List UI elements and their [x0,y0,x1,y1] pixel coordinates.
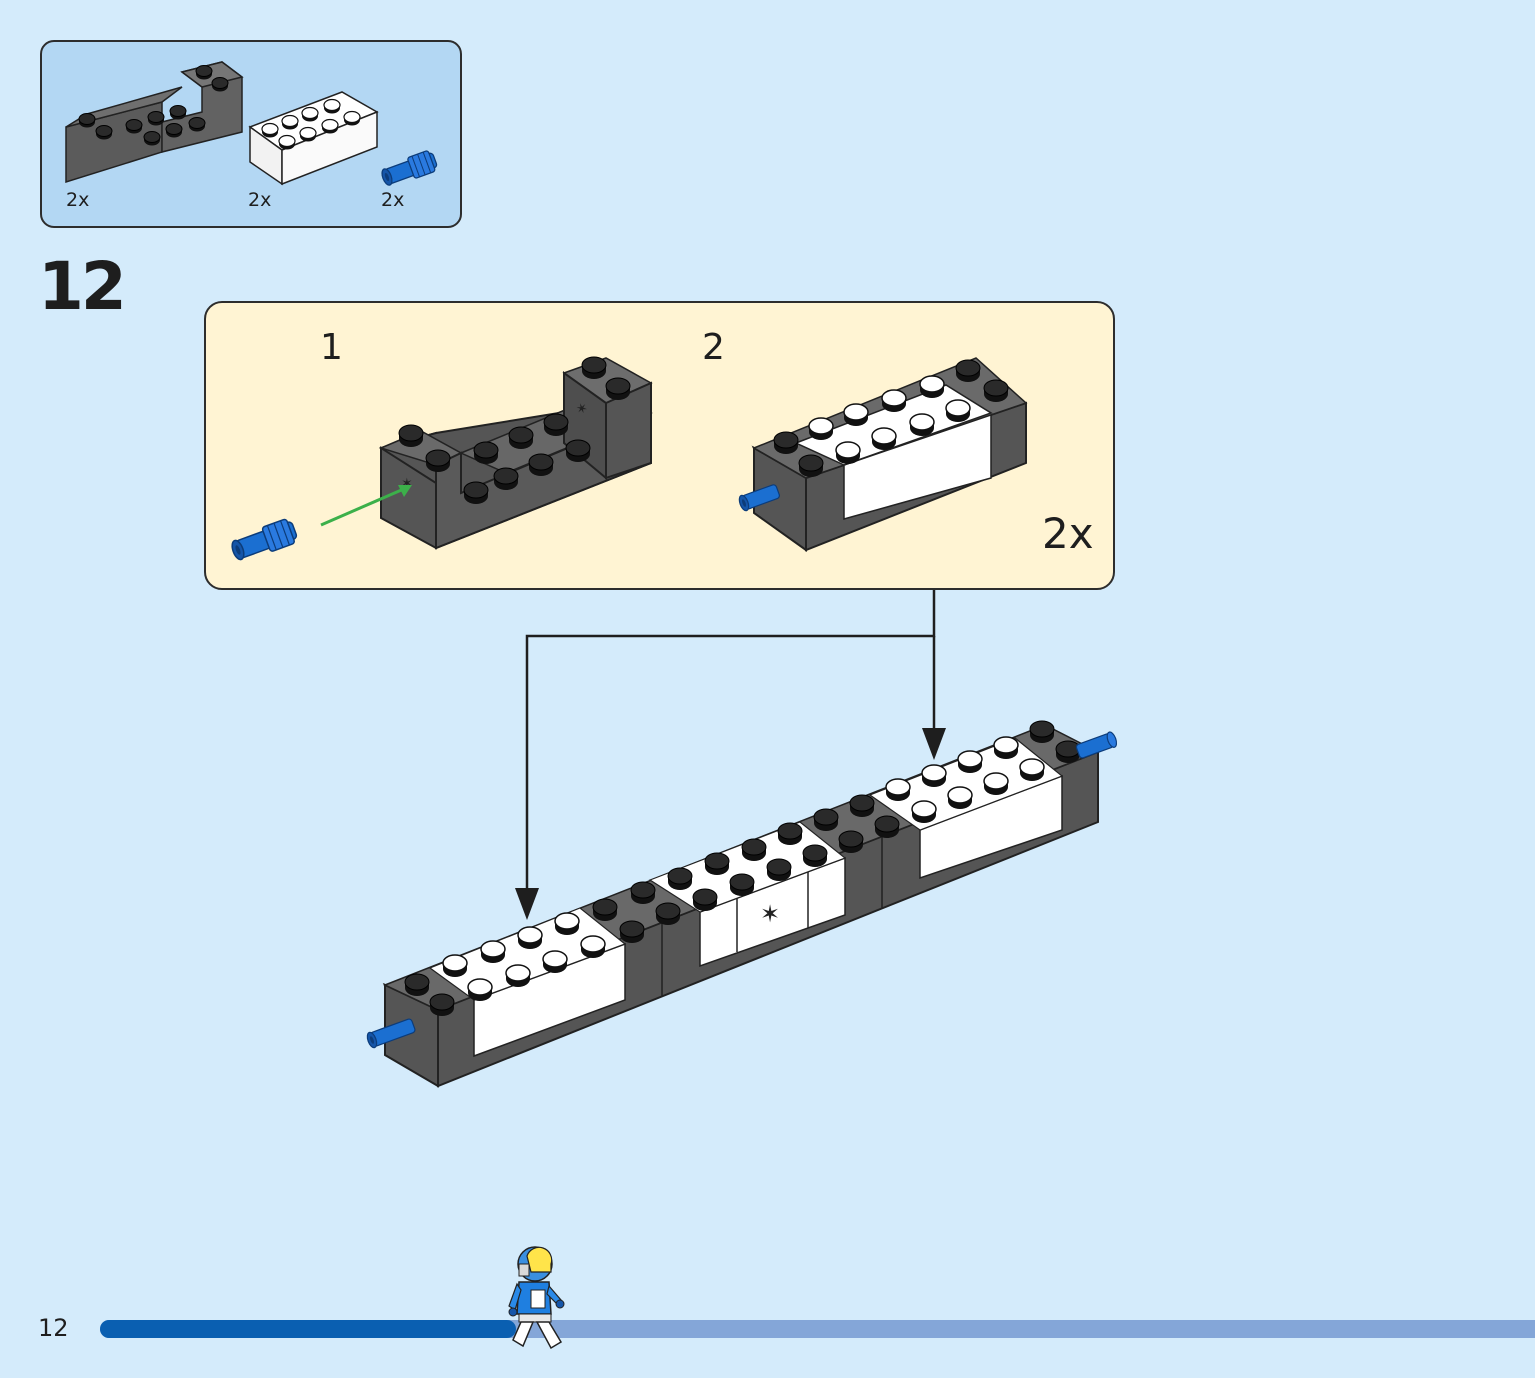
svg-text:✶: ✶ [574,400,590,419]
substep-1-label: 1 [320,327,343,368]
substep-2-label: 2 [702,327,725,368]
right-pin [1075,731,1118,759]
page-number: 12 [38,1314,69,1342]
progress-bar [100,1320,1535,1338]
substep-illustrations: ✶ ✶ [228,356,1028,565]
insertion-arrow [320,485,412,527]
svg-text:✶: ✶ [401,476,413,492]
placement-arrow-left [515,888,539,920]
astronaut-minifigure-icon [508,1246,565,1350]
pin-hole-mark: ✶ [760,900,780,928]
quantity-pin: 2x [381,189,405,211]
substep-2-assembly [751,357,1028,552]
dark-gray-brick-part [65,61,244,184]
sub-assembly-panel: 1 2 2x ✶ ✶ [204,301,1115,590]
substep-2-pin [738,484,780,512]
sub-assembly-multiplier: 2x [1042,509,1094,558]
quantity-brick: 2x [66,189,90,211]
parts-list-panel: 2x 2x 2x [40,40,462,228]
left-pin [366,1018,416,1049]
progress-fill [100,1320,517,1338]
step-number: 12 [38,248,127,325]
white-brick-part [248,91,379,186]
parts-illustration [65,61,440,190]
placement-arrow-right [922,728,946,760]
substep-1-brick: ✶ ✶ [378,356,653,550]
quantity-white-brick: 2x [248,189,272,211]
